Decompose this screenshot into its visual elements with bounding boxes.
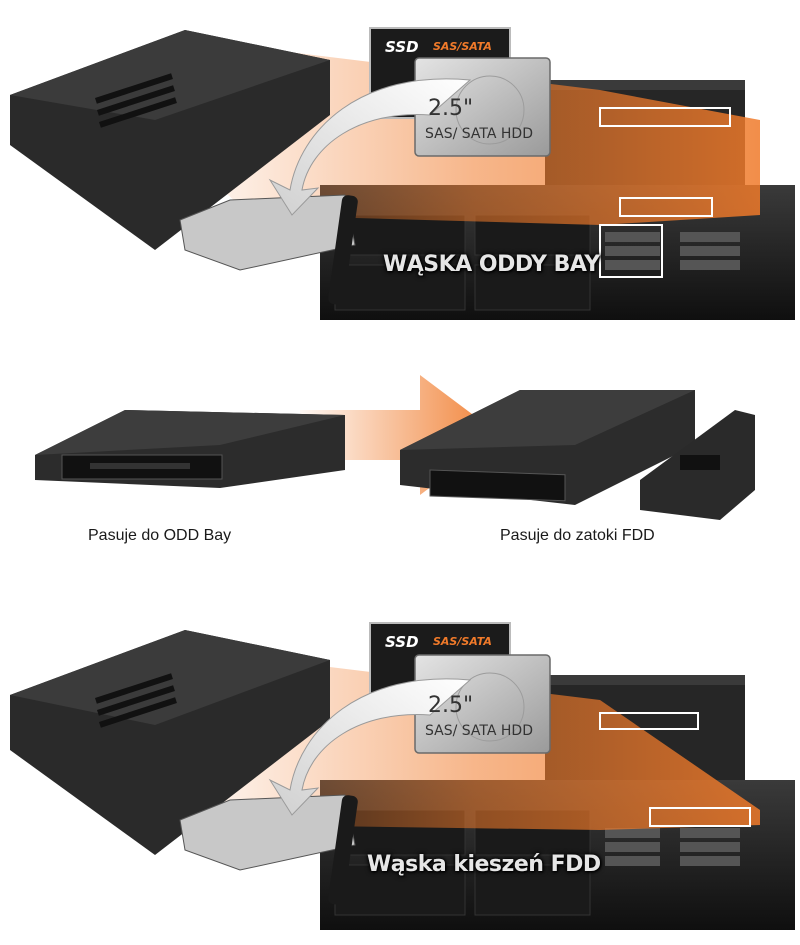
latch-handle	[328, 195, 358, 305]
latch-handle	[328, 795, 358, 905]
caption-fdd-bay: Pasuje do zatoki FDD	[500, 527, 655, 544]
drive-tray	[179, 194, 356, 271]
drive-bay-highlight	[599, 224, 663, 278]
bottom-panel-illustration: SSD SAS/SATA 2.5" SAS/ SATA HDD	[10, 622, 795, 930]
ssd-label: SSD	[385, 633, 419, 651]
caption-odd-bay: Pasuje do ODD Bay	[88, 527, 232, 544]
top-panel: SSD SAS/SATA 2.5" SAS/ SATA HDD WĄSKA OD…	[0, 0, 800, 330]
ssd-interface-label: SAS/SATA	[433, 635, 492, 648]
bottom-panel: SSD SAS/SATA 2.5" SAS/ SATA HDD Wąska ki…	[0, 610, 800, 945]
overlay-label-fdd-bay: Wąska kieszeń FDD	[367, 852, 601, 877]
slim-bay-highlight	[599, 712, 699, 730]
insert-arrow	[268, 678, 472, 816]
ssd-label: SSD	[385, 38, 419, 56]
slim-bay-highlight-2	[619, 197, 713, 217]
overlay-label-odd-bay: WĄSKA ODDY BAY	[383, 252, 600, 277]
hdd-size-label: 2.5"	[428, 693, 473, 718]
fdd-bay-highlight	[649, 807, 751, 827]
hdd-size-label: 2.5"	[428, 96, 473, 121]
middle-panel: Pasuje do ODD Bay Pasuje do zatoki FDD	[0, 370, 800, 570]
insert-arrow	[268, 78, 472, 216]
hdd-interface-label: SAS/ SATA HDD	[425, 126, 533, 142]
drive-tray	[179, 794, 356, 871]
top-panel-illustration: SSD SAS/SATA 2.5" SAS/ SATA HDD	[10, 27, 795, 320]
middle-panel-illustration	[35, 375, 755, 520]
hdd-interface-label: SAS/ SATA HDD	[425, 723, 533, 739]
slim-bay-highlight	[599, 107, 731, 127]
ssd-interface-label: SAS/SATA	[433, 40, 492, 53]
